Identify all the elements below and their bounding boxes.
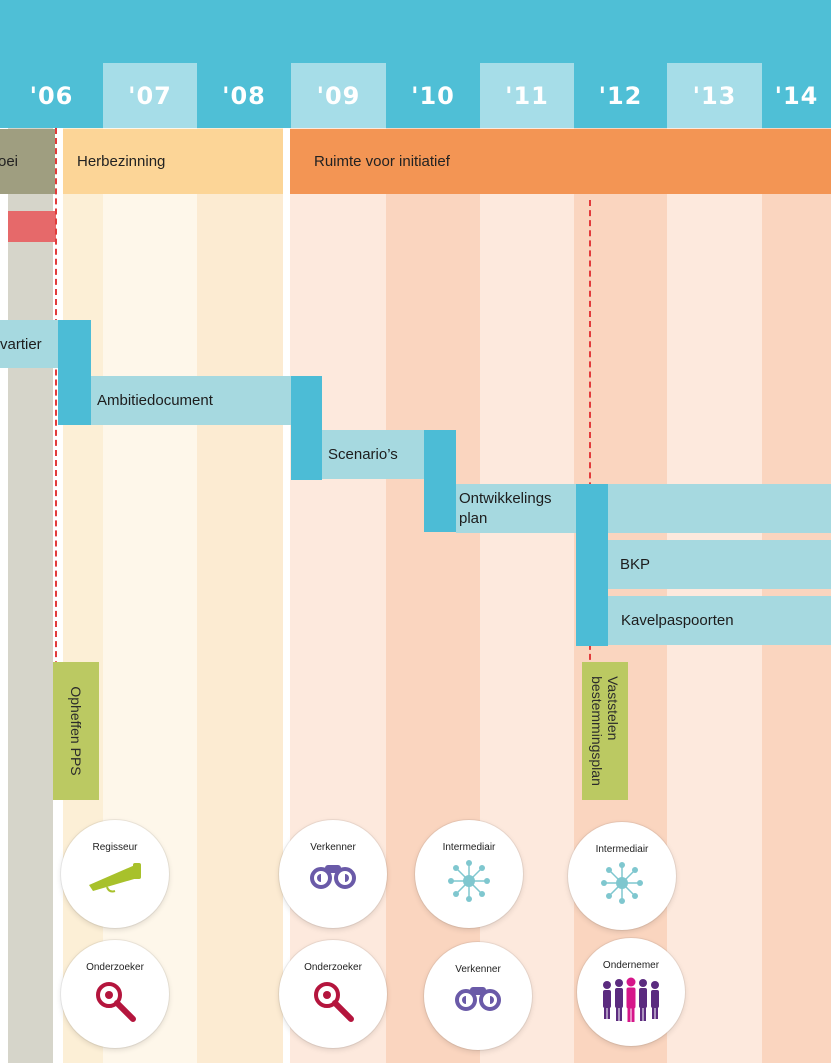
magnifier-icon: [96, 982, 136, 1022]
bar-cap-scenarios: [291, 376, 322, 480]
year-2006: '06: [0, 63, 103, 128]
bar-cap-ambitie: [58, 320, 91, 425]
megaphone-icon: [89, 863, 141, 893]
bar-cap-ontwikkelingsplan: [424, 430, 456, 532]
year-2012: '12: [574, 63, 667, 128]
column-gap-2: [283, 128, 290, 1063]
deadline-line-2006: [55, 128, 57, 798]
column-2014: [762, 128, 831, 1063]
magnifier-icon: [314, 982, 354, 1022]
year-2009: '09: [291, 63, 386, 128]
year-2013: '13: [667, 63, 762, 128]
bar-kavelpaspoorten: Kavelpaspoorten: [608, 596, 831, 645]
people-group-icon: [603, 977, 659, 1022]
deadline-line-2012: [589, 200, 591, 670]
phase-left-partial: oei: [0, 129, 55, 194]
bar-cap-bkp: [576, 484, 608, 646]
year-2011: '11: [480, 63, 574, 128]
binoculars-icon: [455, 987, 501, 1011]
column-2006-grey: [8, 128, 53, 1063]
role-ondernemer: Ondernemer: [577, 938, 685, 1046]
red-block: [8, 211, 56, 242]
column-gap: [53, 128, 63, 1063]
milestone-opheffen-pps: Opheffen PPS: [53, 662, 99, 800]
year-2014: '14: [762, 63, 831, 128]
role-verkenner-1: Verkenner: [279, 820, 387, 928]
column-2011: [480, 128, 574, 1063]
phase-herbezinning: Herbezinning: [63, 129, 283, 194]
role-intermediair-1: Intermediair: [415, 820, 523, 928]
network-icon: [601, 862, 643, 904]
bar-ambitiedocument: Ambitiedocument: [91, 376, 291, 425]
role-regisseur: Regisseur: [61, 820, 169, 928]
binoculars-icon: [310, 865, 356, 889]
bar-kwartier: vartier: [0, 320, 58, 368]
bar-scenarios: Scenario’s: [322, 430, 424, 479]
role-verkenner-2: Verkenner: [424, 942, 532, 1050]
column-edge: [0, 128, 8, 1063]
role-onderzoeker-2: Onderzoeker: [279, 940, 387, 1048]
role-onderzoeker-1: Onderzoeker: [61, 940, 169, 1048]
year-2007: '07: [103, 63, 197, 128]
bar-bkp: BKP: [608, 540, 831, 589]
bar-continuation: [608, 484, 831, 533]
column-2013: [667, 128, 762, 1063]
column-2008: [197, 128, 283, 1063]
role-intermediair-2: Intermediair: [568, 822, 676, 930]
year-2010: '10: [386, 63, 480, 128]
network-icon: [448, 860, 490, 902]
year-2008: '08: [197, 63, 291, 128]
timeline-header-band: [0, 0, 831, 63]
phase-ruimte-voor-initiatief: Ruimte voor initiatief: [290, 129, 831, 194]
